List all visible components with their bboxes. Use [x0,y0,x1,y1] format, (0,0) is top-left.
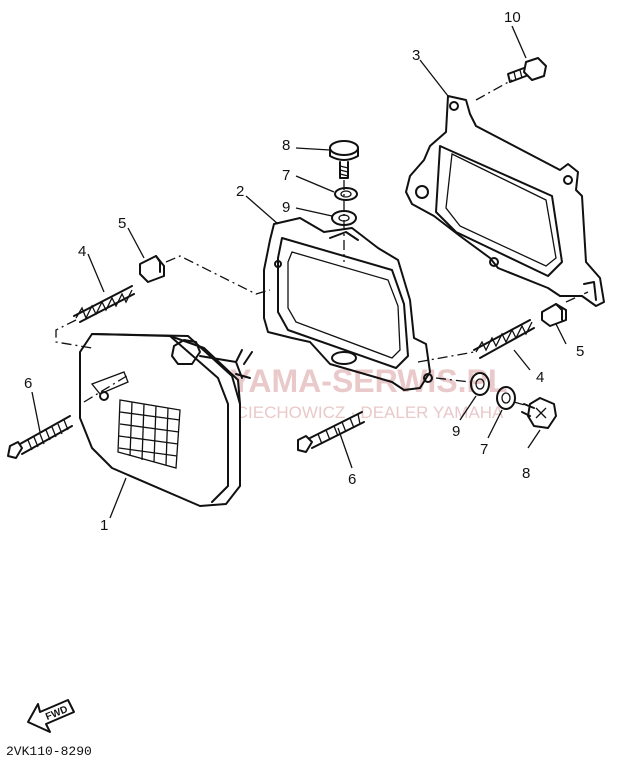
callout-6-right: 6 [348,471,356,488]
part-9-spacer-right [470,372,490,396]
assembly-lines [55,79,589,407]
part-5-nut-left [139,255,165,283]
drawing-code: 2VK110-8290 [6,744,92,759]
part-10-bolt [507,57,547,83]
watermark-dealer: WOJCIECHOWICZ · DEALER YAMAHA [198,403,504,422]
callout-1: 1 [100,517,108,534]
callout-9-right: 9 [452,423,460,440]
part-7-washer-top [334,187,358,201]
fwd-arrow-icon: FWD [27,699,75,733]
leader-lines [31,25,567,519]
part-8-screw-top [329,140,359,179]
part-4-spring-left [73,285,135,323]
part-6-screw-left [7,415,73,459]
callout-7-top: 7 [282,167,290,184]
callouts: 1 2 3 4 4 5 5 6 6 7 7 8 8 9 9 10 [24,9,584,534]
part-3-bracket [405,95,605,307]
callout-2: 2 [236,183,244,200]
part-2-rim [263,217,433,391]
callout-8-right: 8 [522,465,530,482]
callout-3: 3 [412,47,420,64]
part-8-screw-right [521,397,557,429]
callout-7-right: 7 [480,441,488,458]
callout-5-right: 5 [576,343,584,360]
callout-10: 10 [504,9,521,26]
lens-grid [117,399,181,469]
part-5-nut-right [541,303,567,327]
part-7-washer-right [496,386,516,410]
part-4-spring-right [473,319,535,359]
callout-6-left: 6 [24,375,32,392]
callout-9-top: 9 [282,199,290,216]
part-1-headlight [79,333,253,507]
callout-8-top: 8 [282,137,290,154]
callout-4-left: 4 [78,243,86,260]
part-6-screw-right [297,411,365,453]
callout-5-left: 5 [118,215,126,232]
callout-4-right: 4 [536,369,544,386]
